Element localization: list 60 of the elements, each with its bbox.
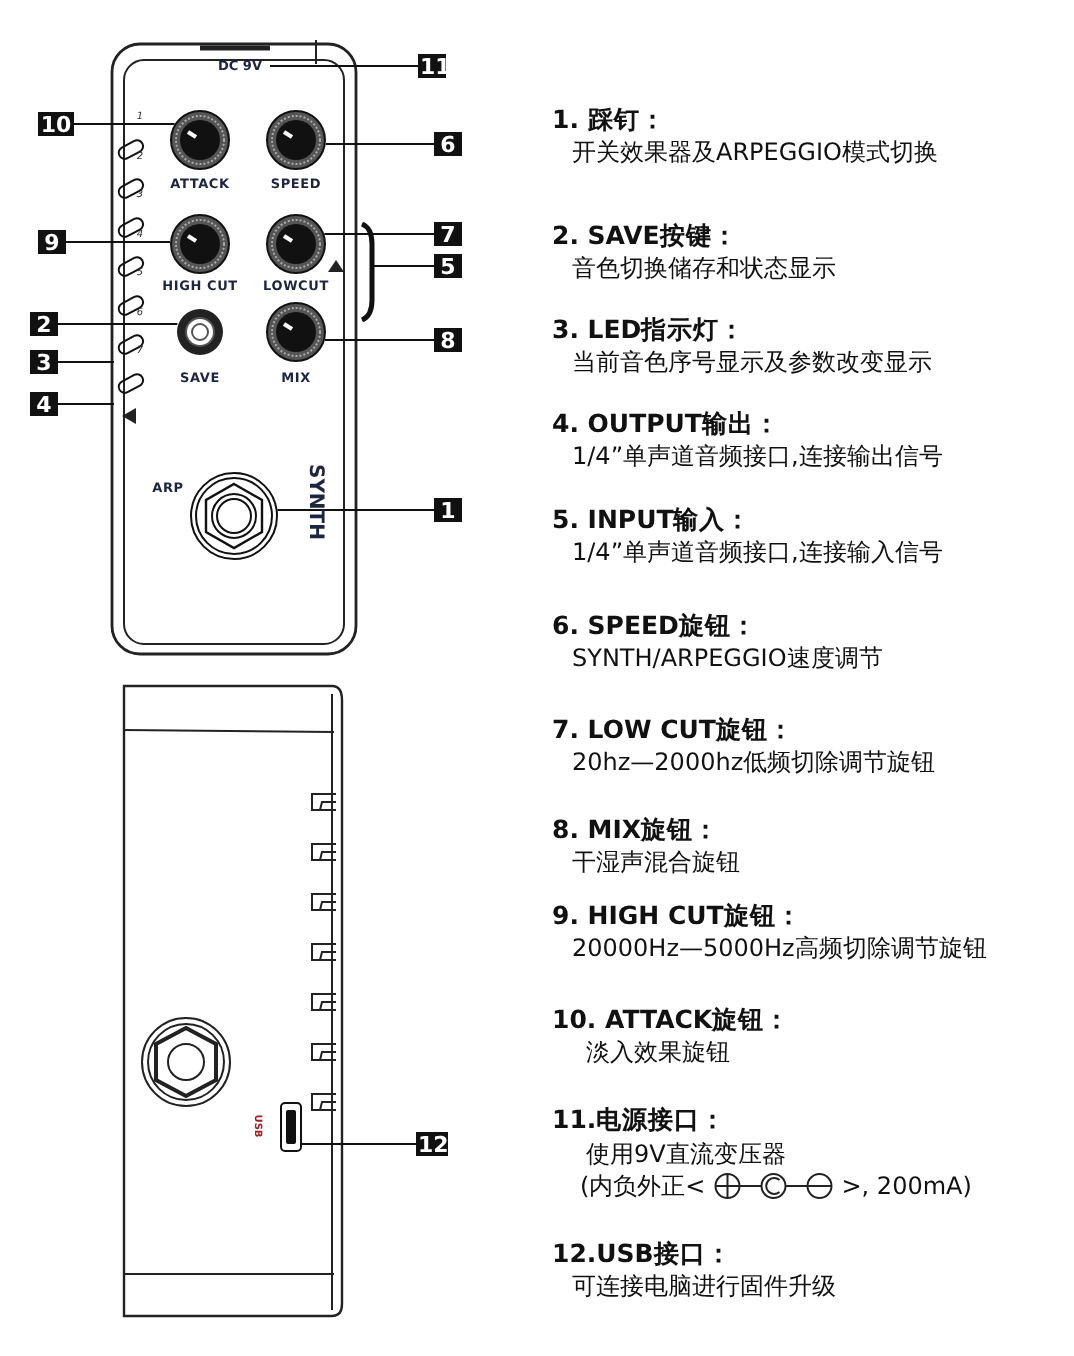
save-button [176, 308, 224, 356]
callout-number: 3 [30, 350, 58, 374]
input-jack [360, 224, 374, 320]
leader-line [73, 123, 176, 125]
item-heading: 4. OUTPUT输出： [552, 411, 780, 437]
item-description: 当前音色序号显示及参数改变显示 [572, 350, 932, 374]
item-heading: 3. LED指示灯： [552, 317, 746, 343]
item-description: 音色切换储存和状态显示 [572, 256, 836, 280]
item-description: 开关效果器及ARPEGGIO模式切换 [572, 140, 938, 164]
callout-number: 2 [30, 312, 58, 336]
item-description: SYNTH/ARPEGGIO速度调节 [572, 646, 883, 670]
callout-number: 5 [434, 254, 462, 278]
leader-line [276, 509, 435, 511]
leader-line [301, 1143, 417, 1145]
mode-label: SYNTH [304, 464, 324, 540]
item-heading: 5. INPUT输入： [552, 507, 752, 533]
leader-line [324, 143, 435, 145]
item-heading: 11.电源接口： [552, 1107, 727, 1133]
leader-line [323, 233, 435, 235]
item-heading: 2. SAVE按键： [552, 223, 738, 249]
knob [266, 302, 326, 362]
leader-line [323, 339, 435, 341]
callout-number: 12 [416, 1132, 448, 1156]
item-description: (内负外正< [580, 1174, 706, 1198]
callout-number: 10 [38, 112, 74, 136]
item-description: 1/4”单声道音频接口,连接输入信号 [572, 540, 943, 564]
item-description: 20000Hz—5000Hz高频切除调节旋钮 [572, 936, 987, 960]
usb-port [280, 1102, 302, 1152]
callout-number: 8 [434, 328, 462, 352]
item-description: 1/4”单声道音频接口,连接输出信号 [572, 444, 943, 468]
callout-number: 11 [418, 54, 446, 78]
knob [266, 214, 326, 274]
leader-line [57, 361, 115, 363]
item-description: 使用9V直流变压器 [586, 1142, 786, 1166]
item-heading: 8. MIX旋钮： [552, 817, 720, 843]
item-description: 干湿声混合旋钮 [572, 850, 740, 874]
item-description: 20hz—2000hz低频切除调节旋钮 [572, 750, 936, 774]
item-description: >, 200mA) [841, 1174, 972, 1198]
leader-line [57, 323, 179, 325]
item-heading: 9. HIGH CUT旋钮： [552, 903, 802, 929]
leader-line [269, 65, 419, 67]
callout-number: 6 [434, 132, 462, 156]
callout-number: 7 [434, 222, 462, 246]
leader-line [65, 241, 172, 243]
item-description: 可连接电脑进行固件升级 [572, 1274, 836, 1298]
callout-number: 9 [38, 230, 66, 254]
item-heading: 12.USB接口： [552, 1241, 732, 1267]
callout-number: 1 [434, 498, 462, 522]
item-heading: 10. ATTACK旋钮： [552, 1007, 791, 1033]
leader-line [373, 265, 435, 267]
item-heading: 7. LOW CUT旋钮： [552, 717, 794, 743]
item-description: 淡入效果旋钮 [586, 1040, 730, 1064]
knob [170, 214, 230, 274]
callout-number: 4 [30, 392, 58, 416]
item-heading: 1. 踩钉： [552, 107, 666, 133]
item-heading: 6. SPEED旋钮： [552, 613, 757, 639]
knob [170, 110, 230, 170]
footswitch [190, 472, 278, 560]
leader-line [57, 403, 115, 405]
knob [266, 110, 326, 170]
